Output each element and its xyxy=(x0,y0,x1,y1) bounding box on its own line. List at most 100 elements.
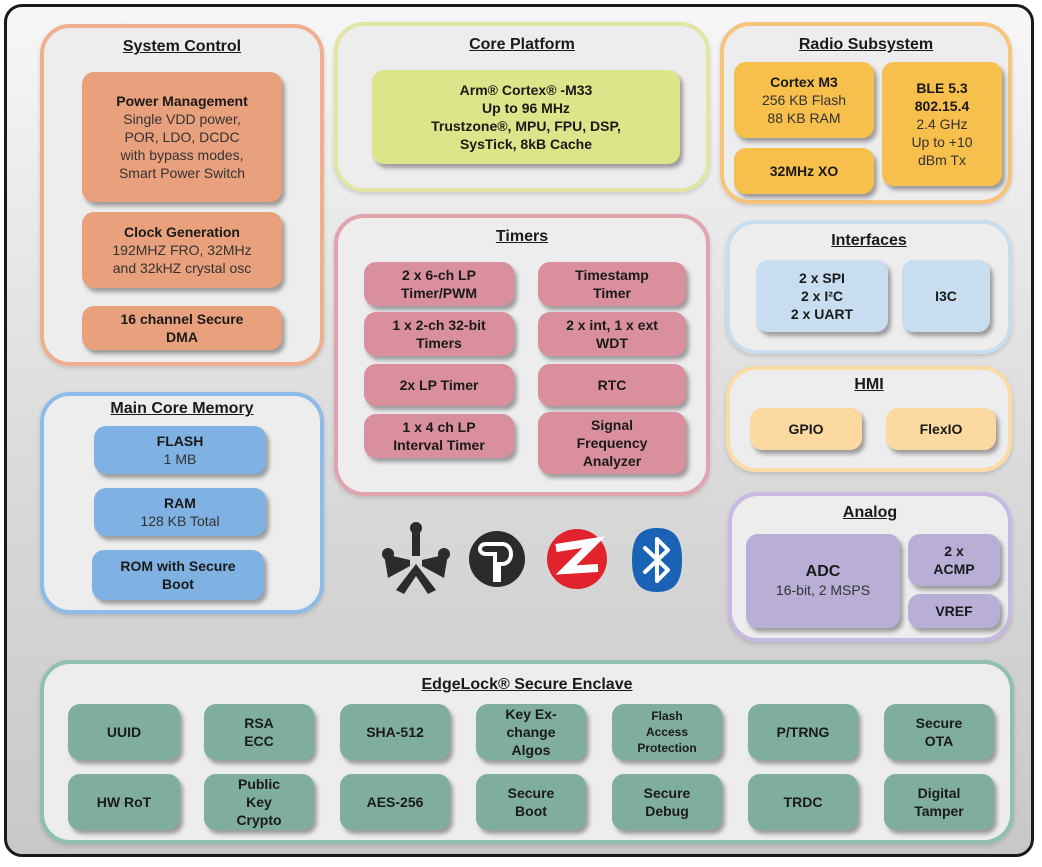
flexio-block: FlexIO xyxy=(886,408,996,450)
block-text: VREF xyxy=(935,603,973,619)
block-text: 128 KB Total xyxy=(140,513,220,529)
block-title: Cortex M3 xyxy=(770,74,838,90)
block-text: Timestamp xyxy=(575,267,649,283)
block-title: BLE 5.3 xyxy=(916,80,968,96)
block-text: Key Ex- xyxy=(505,706,557,722)
rsa-ecc-block: RSA ECC xyxy=(204,704,314,760)
block-title: Clock Generation xyxy=(124,224,240,240)
block-text: Boot xyxy=(162,576,194,592)
block-text: 2 x 6-ch LP xyxy=(402,267,476,283)
uuid-block: UUID xyxy=(68,704,180,760)
block-text: dBm Tx xyxy=(918,152,966,168)
block-text: with bypass modes, xyxy=(120,147,244,163)
block-text: ACMP xyxy=(933,561,975,577)
block-title: ADC xyxy=(805,563,841,580)
radio-subsystem-panel: Radio Subsystem Cortex M3 256 KB Flash 8… xyxy=(720,22,1012,204)
block-text: DMA xyxy=(166,329,198,345)
sha512-block: SHA-512 xyxy=(340,704,450,760)
block-text: Secure xyxy=(643,785,691,801)
adc-block: ADC 16-bit, 2 MSPS xyxy=(746,534,900,628)
block-text: Single VDD power, xyxy=(123,111,241,127)
panel-title: Timers xyxy=(495,228,549,245)
wdt-block: 2 x int, 1 x ext WDT xyxy=(538,312,686,356)
panel-title: Interfaces xyxy=(831,232,907,249)
block-text: SysTick, 8kB Cache xyxy=(459,136,593,152)
block-text: HW RoT xyxy=(96,794,152,810)
analog-panel: Analog ADC 16-bit, 2 MSPS 2 x ACMP VREF xyxy=(728,492,1012,642)
clock-generation-block: Clock Generation 192MHZ FRO, 32MHz and 3… xyxy=(82,212,282,288)
zigbee-icon xyxy=(547,529,607,589)
block-text: Timer/PWM xyxy=(401,285,477,301)
lp-timer-block: 2x LP Timer xyxy=(364,364,514,406)
block-text: 2 x SPI xyxy=(799,270,845,286)
timestamp-timer-block: Timestamp Timer xyxy=(538,262,686,306)
flash-block: FLASH 1 MB xyxy=(94,426,266,474)
digital-tamper-block: Digital Tamper xyxy=(884,774,994,830)
block-text: 1 x 4 ch LP xyxy=(402,419,476,435)
secure-debug-block: Secure Debug xyxy=(612,774,722,830)
block-text: Timers xyxy=(416,335,462,351)
gpio-block: GPIO xyxy=(750,408,862,450)
block-text: Boot xyxy=(515,803,547,819)
block-text: Crypto xyxy=(236,812,282,828)
timers-panel: Timers 2 x 6-ch LP Timer/PWM Timestamp T… xyxy=(334,214,710,496)
block-text: 16-bit, 2 MSPS xyxy=(775,582,871,598)
ram-block: RAM 128 KB Total xyxy=(94,488,266,536)
serial-interfaces-block: 2 x SPI 2 x I²C 2 x UART xyxy=(756,260,888,332)
rtc-block: RTC xyxy=(538,364,686,406)
hmi-panel: HMI GPIO FlexIO xyxy=(726,366,1012,472)
block-text: Secure xyxy=(507,785,555,801)
block-text: AES-256 xyxy=(366,794,424,810)
cortex-m3-block: Cortex M3 256 KB Flash 88 KB RAM xyxy=(734,62,874,138)
block-text: 1 x 2-ch 32-bit xyxy=(392,317,486,333)
secure-boot-block: Secure Boot xyxy=(476,774,586,830)
panel-title: EdgeLock® Secure Enclave xyxy=(421,676,633,693)
block-text: RTC xyxy=(597,377,627,393)
block-text: 2 x UART xyxy=(790,306,854,322)
block-text: and 32kHZ crystal osc xyxy=(112,260,252,276)
block-text: FlexIO xyxy=(919,421,963,437)
block-text: ECC xyxy=(244,733,274,749)
acmp-block: 2 x ACMP xyxy=(908,534,1000,586)
block-title: 802.15.4 xyxy=(914,98,970,114)
panel-title: Analog xyxy=(842,504,898,521)
secure-dma-block: 16 channel Secure DMA xyxy=(82,306,282,350)
block-text: UUID xyxy=(106,724,142,740)
block-text: 2 x int, 1 x ext xyxy=(566,317,658,333)
block-text: Digital xyxy=(917,785,961,801)
block-text: 32MHz XO xyxy=(769,163,839,179)
block-text: Signal xyxy=(590,417,633,433)
block-text: Public xyxy=(237,776,280,792)
block-text: change xyxy=(506,724,556,740)
block-title: FLASH xyxy=(156,433,204,449)
block-text: Analyzer xyxy=(582,453,642,469)
panel-title: Core Platform xyxy=(469,36,575,53)
block-text: Access xyxy=(645,725,689,739)
core-platform-panel: Core Platform Arm® Cortex® -M33 Up to 96… xyxy=(334,22,710,192)
thread-icon xyxy=(469,531,525,587)
bluetooth-icon xyxy=(632,528,682,592)
panel-title: Main Core Memory xyxy=(110,400,254,417)
lp-timer-pwm-block: 2 x 6-ch LP Timer/PWM xyxy=(364,262,514,306)
rom-block: ROM with Secure Boot xyxy=(92,550,264,600)
block-text: WDT xyxy=(596,335,628,351)
secure-ota-block: Secure OTA xyxy=(884,704,994,760)
block-text: 192MHZ FRO, 32MHz xyxy=(112,242,252,258)
block-text: I3C xyxy=(935,288,957,304)
hw-rot-block: HW RoT xyxy=(68,774,180,830)
block-text: Frequency xyxy=(576,435,648,451)
block-text: Flash xyxy=(651,709,683,723)
key-exchange-block: Key Ex- change Algos xyxy=(476,704,586,760)
panel-title: System Control xyxy=(122,38,242,55)
cortex-m33-block: Arm® Cortex® -M33 Up to 96 MHz Trustzone… xyxy=(372,70,680,164)
block-text: Secure xyxy=(915,715,963,731)
trng-block: P/TRNG xyxy=(748,704,858,760)
block-text: GPIO xyxy=(788,421,824,437)
ble-block: BLE 5.3 802.15.4 2.4 GHz Up to +10 dBm T… xyxy=(882,62,1002,186)
block-text: Algos xyxy=(511,742,551,758)
block-text: POR, LDO, DCDC xyxy=(124,129,240,145)
edgelock-panel: EdgeLock® Secure Enclave UUID RSA ECC SH… xyxy=(40,660,1014,844)
aes256-block: AES-256 xyxy=(340,774,450,830)
block-text: Up to +10 xyxy=(911,134,973,150)
32bit-timers-block: 1 x 2-ch 32-bit Timers xyxy=(364,312,514,356)
